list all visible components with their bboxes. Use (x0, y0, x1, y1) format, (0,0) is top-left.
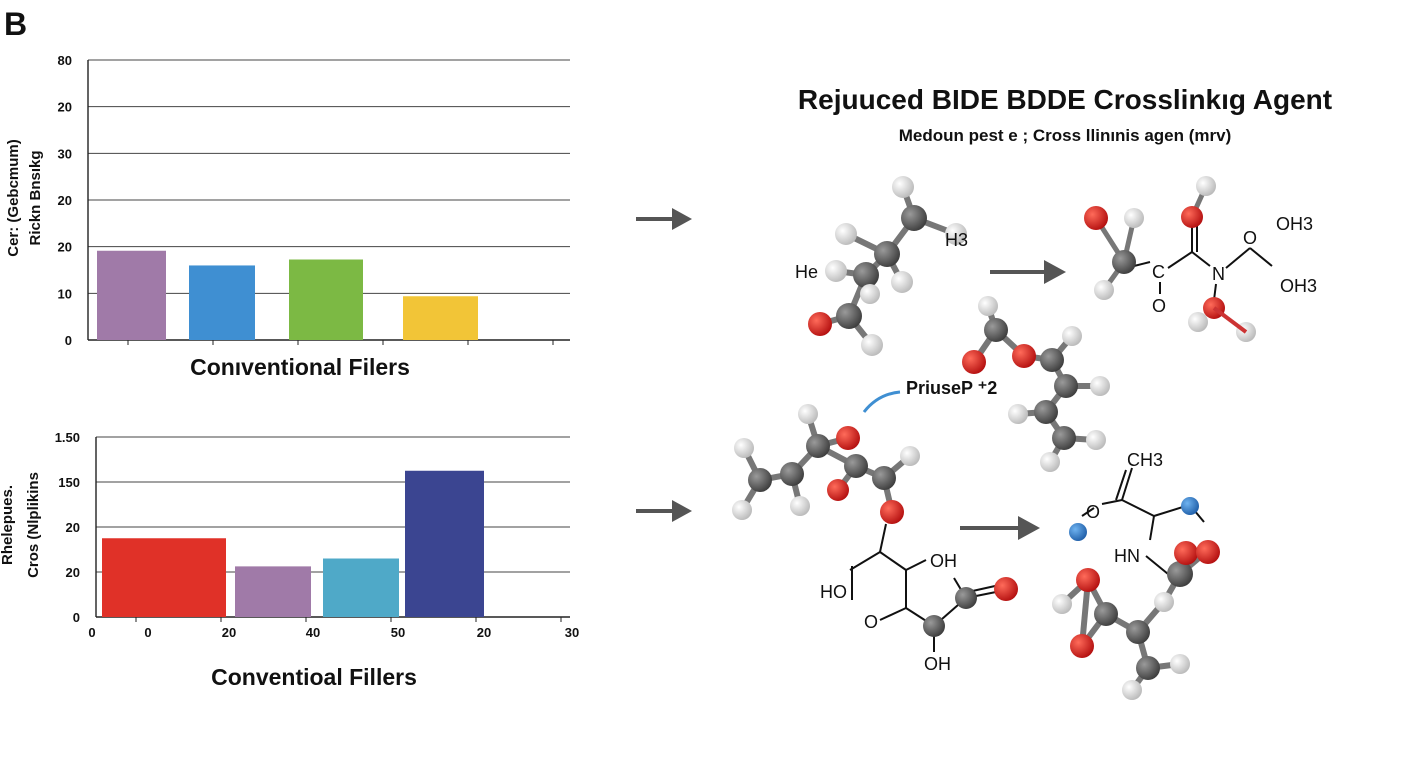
label-oh-b: OH (924, 654, 951, 674)
label-oh3-a: OH3 (1276, 214, 1313, 234)
y-tick-label: 20 (58, 240, 72, 255)
x-tick-label: 20 (477, 625, 491, 640)
y-tick-label: 80 (58, 53, 72, 68)
bar (323, 558, 399, 617)
molecule-top-right-bonds (1133, 225, 1273, 301)
bar (289, 259, 363, 340)
x-tick-label: 0 (144, 625, 151, 640)
x-tick-label: 20 (222, 625, 236, 640)
molecule-top-right (1093, 183, 1209, 293)
label-priuse: PriuseP ⁺2 (906, 378, 997, 398)
label-oh3-b: OH3 (1280, 276, 1317, 296)
x-tick-label: 50 (391, 625, 405, 640)
x-axis-title: Conıventional Filers (190, 354, 410, 380)
arrow-bottom-left (636, 500, 692, 522)
y-axis-title: Rhelepues. (0, 485, 16, 565)
label-o-top-right: O (1243, 228, 1257, 248)
y-tick-label: 0 (65, 333, 72, 348)
bar (97, 250, 166, 340)
molecule-top-left-atoms (808, 176, 967, 356)
bar (235, 566, 311, 617)
label-h3: H3 (945, 230, 968, 250)
y-tick-label: 30 (58, 146, 72, 161)
bar (102, 538, 226, 617)
y-axis-title: Rickn Bnsıkg (27, 150, 44, 245)
y-tick-label: 20 (66, 520, 80, 535)
y-axis-title: Cer: (Gebcmum) (5, 139, 22, 257)
label-o-low: O (864, 612, 878, 632)
y-axis-title: Cros (Nlplikins (25, 472, 42, 578)
bar (189, 265, 255, 340)
molecule-bottom-left (739, 411, 913, 515)
molecule-bottom-left-atoms-2 (923, 577, 1018, 637)
molecule-bottom-right-atoms (1052, 497, 1220, 700)
label-n: N (1212, 264, 1225, 284)
y-tick-label: 150 (58, 475, 80, 490)
y-tick-label: 20 (66, 565, 80, 580)
label-o-small: O (1086, 502, 1100, 522)
x-tick-label: 30 (565, 625, 579, 640)
x-axis-title: Conventioal Fillers (211, 664, 417, 690)
x-tick-label: 40 (306, 625, 320, 640)
y-tick-label: 1.50 (55, 430, 80, 445)
arrow-top-left (636, 208, 692, 230)
molecule-middle-atoms (962, 296, 1110, 472)
molecule-top-right-atoms (1084, 176, 1256, 342)
bar (403, 296, 478, 340)
arrow-top-mid (990, 260, 1066, 284)
y-tick-label: 20 (58, 193, 72, 208)
label-ch3: CH3 (1127, 450, 1163, 470)
y-tick-label: 20 (58, 100, 72, 115)
label-he: He (795, 262, 818, 282)
label-o-under: O (1152, 296, 1166, 316)
panel-label: B (4, 6, 28, 42)
y-tick-label: 10 (58, 286, 72, 301)
label-c: C (1152, 262, 1165, 282)
label-hn: HN (1114, 546, 1140, 566)
priuse-pointer (862, 390, 901, 413)
label-ho: HO (820, 582, 847, 602)
arrow-bottom-mid (960, 516, 1040, 540)
diagram-subtitle: Medoun pest e ; Cross llinınis agen (mrv… (898, 126, 1232, 145)
diagram-title: Rejuuced BIDE BDDE Crosslinkıg Agent (797, 84, 1333, 115)
molecule-bottom-left-atoms (732, 404, 920, 524)
x-tick-label: 0 (88, 625, 95, 640)
bar (405, 470, 484, 617)
label-oh-a: OH (930, 551, 957, 571)
molecule-bottom-right-bonds (1081, 467, 1205, 575)
y-tick-label: 0 (73, 610, 80, 625)
